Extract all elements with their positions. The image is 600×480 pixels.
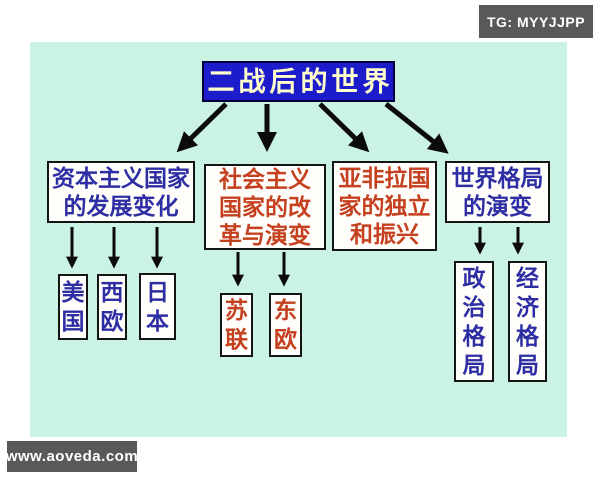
branch-world-pattern: 世界格局 的演变 — [445, 161, 550, 223]
leaf-western-europe: 西 欧 — [97, 274, 127, 340]
leaf-eastern-europe: 东 欧 — [269, 293, 302, 357]
leaf-ussr: 苏 联 — [220, 293, 253, 357]
leaf-usa: 美 国 — [58, 274, 88, 340]
leaf-economic-pattern: 经 济 格 局 — [508, 261, 547, 382]
branch-capitalist-countries: 资本主义国家 的发展变化 — [47, 161, 195, 223]
watermark-telegram: TG: MYYJJPP — [479, 5, 593, 38]
branch-socialist-countries: 社会主义 国家的改 革与演变 — [204, 164, 326, 250]
leaf-political-pattern: 政 治 格 局 — [454, 261, 494, 382]
branch-asia-africa-latin: 亚非拉国 家的独立 和振兴 — [332, 161, 437, 251]
root-node-postwar-world: 二战后的世界 — [202, 61, 395, 102]
watermark-website: www.aoveda.com — [6, 441, 138, 472]
leaf-japan: 日 本 — [139, 273, 176, 340]
